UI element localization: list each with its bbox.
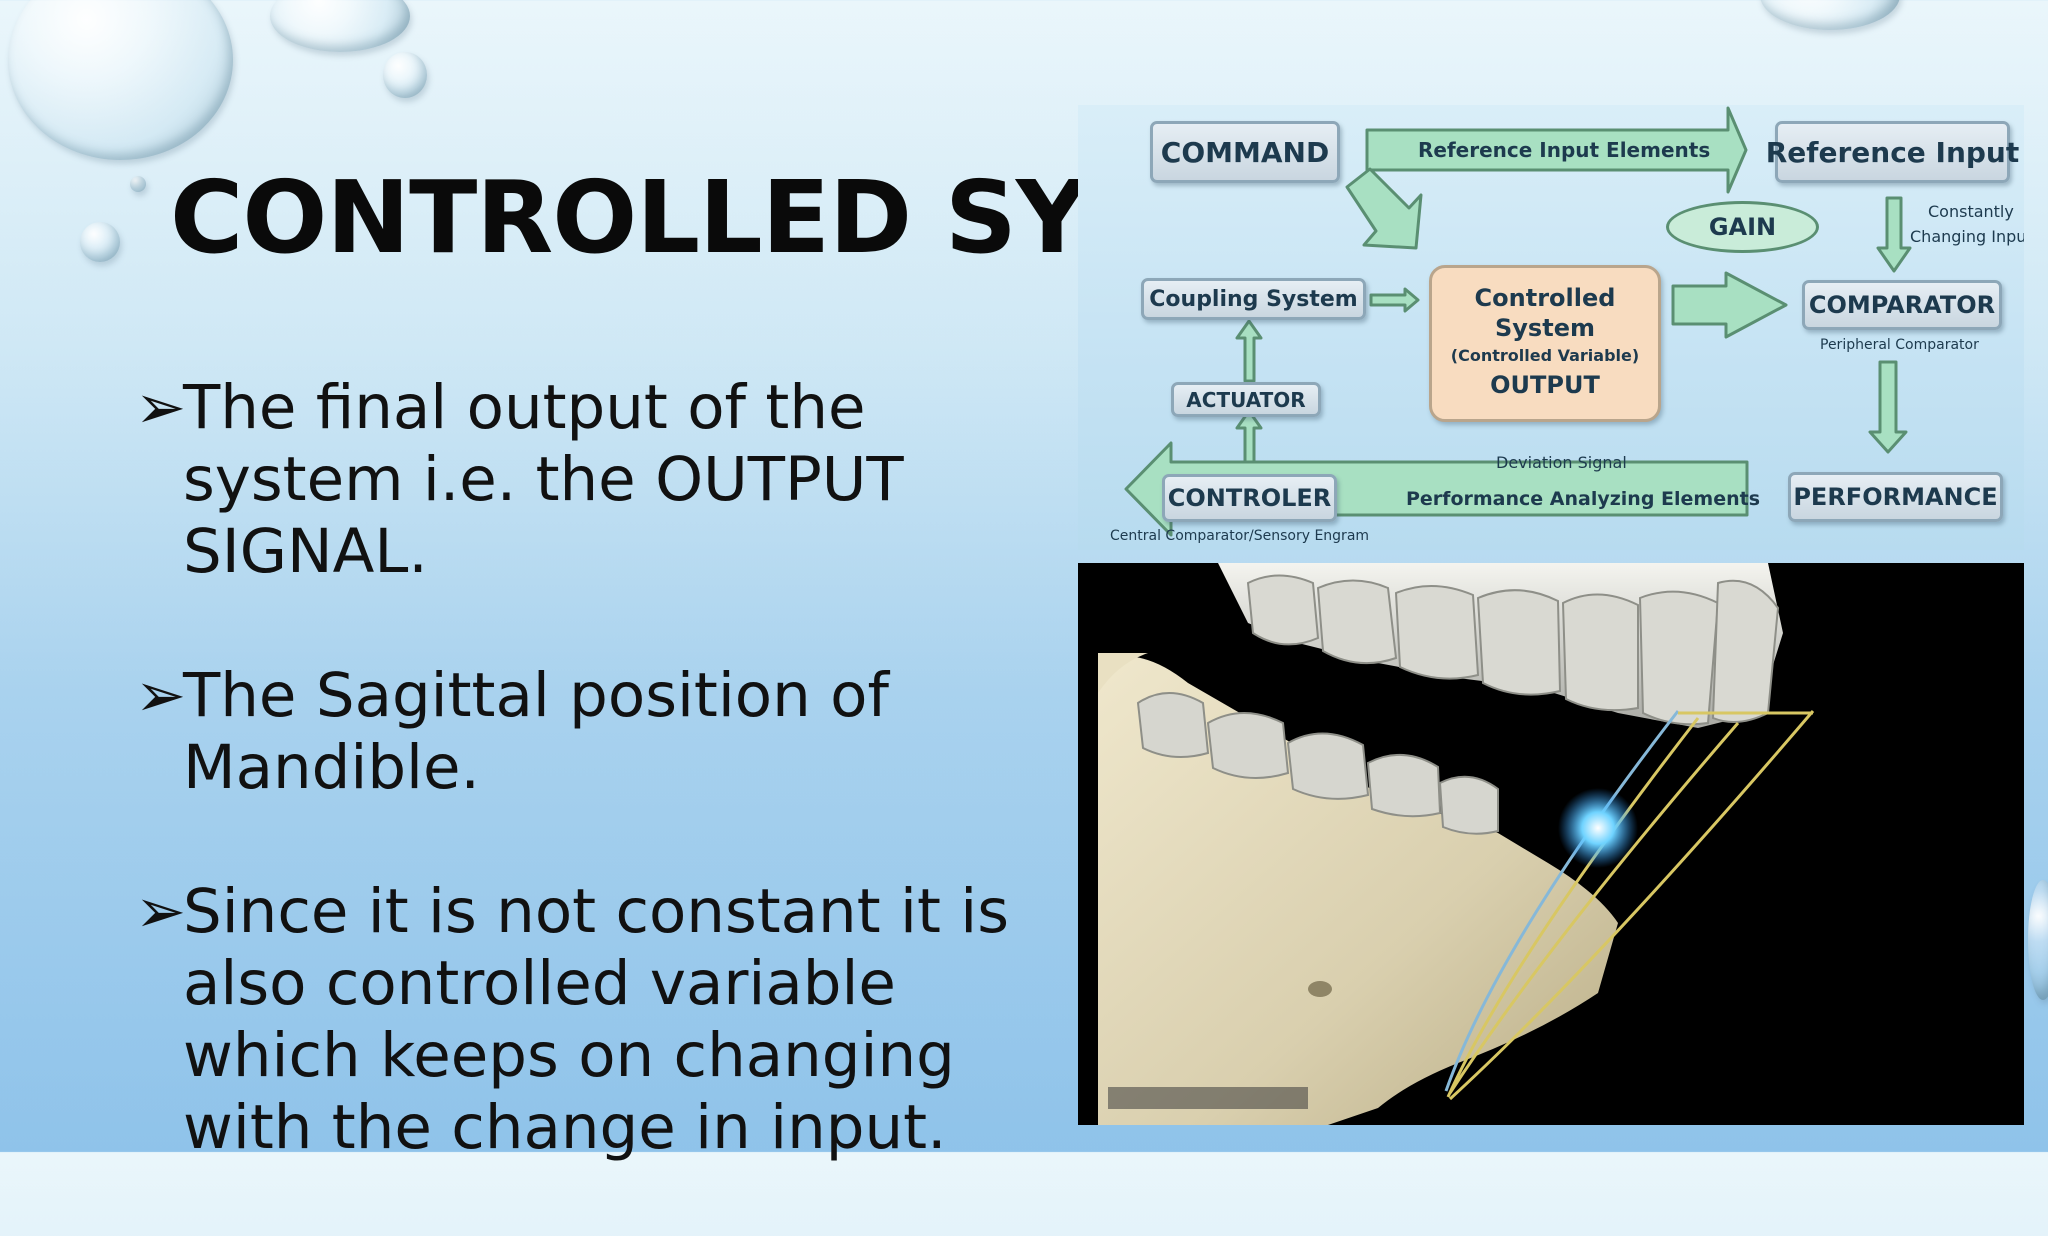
actuator-label: ACTUATOR <box>1186 387 1306 412</box>
performance-box: PERFORMANCE <box>1788 472 2003 522</box>
reference-input-elements-label: Reference Input Elements <box>1418 138 1711 162</box>
system-label: System <box>1495 314 1595 342</box>
video-caption-bar <box>1108 1087 1308 1109</box>
bullet-text: The Sagittal position of Mandible. <box>183 660 889 803</box>
glow-point <box>1558 788 1638 868</box>
actuator-box: ACTUATOR <box>1171 382 1321 417</box>
water-drop <box>80 222 120 262</box>
bullet-item: ➢ Since it is not constant it is also co… <box>135 876 1035 1164</box>
performance-label: PERFORMANCE <box>1793 483 1998 511</box>
small-right-arrow-icon <box>1369 287 1420 313</box>
command-box: COMMAND <box>1150 121 1340 183</box>
arrow-bullet-icon: ➢ <box>135 876 187 947</box>
water-drop <box>8 0 233 160</box>
mental-foramen <box>1308 981 1332 997</box>
arrow-bullet-icon: ➢ <box>135 372 187 443</box>
changing-input-label: Changing Inpu <box>1910 227 2024 246</box>
up-arrow-icon <box>1235 409 1263 469</box>
comparator-box: COMPARATOR <box>1802 280 2002 330</box>
water-drop <box>2028 880 2048 1000</box>
bullet-text: Since it is not constant it is also cont… <box>183 876 1010 1163</box>
gain-label: GAIN <box>1708 213 1777 241</box>
down-arrow-icon <box>1868 360 1908 454</box>
controler-box: CONTROLER <box>1162 474 1337 522</box>
arrow-right-icon <box>1671 271 1788 339</box>
bullet-item: ➢ The Sagittal position of Mandible. <box>135 660 1035 804</box>
up-arrow-icon <box>1235 319 1263 383</box>
video-player[interactable] <box>1078 563 2024 1125</box>
down-arrow-icon <box>1876 196 1912 273</box>
coupling-system-box: Coupling System <box>1141 278 1366 320</box>
central-comparator-label: Central Comparator/Sensory Engram <box>1110 528 1370 544</box>
output-label: OUTPUT <box>1490 371 1600 399</box>
constantly-label: Constantly <box>1928 202 2014 221</box>
reference-input-box: Reference Input <box>1766 121 2019 183</box>
arrow-bullet-icon: ➢ <box>135 660 187 731</box>
comparator-label: COMPARATOR <box>1808 291 1996 319</box>
gain-ellipse: GAIN <box>1666 201 1819 253</box>
reference-input-elements-arrow <box>1365 106 1748 194</box>
coupling-system-label: Coupling System <box>1149 286 1358 312</box>
bullet-list: ➢ The final output of the system i.e. th… <box>135 372 1035 1236</box>
bullet-item: ➢ The final output of the system i.e. th… <box>135 372 1035 588</box>
jaw-bone-illustration <box>1098 563 1815 1125</box>
water-drop <box>1760 0 1900 30</box>
controlled-variable-label: (Controlled Variable) <box>1450 346 1640 365</box>
bullet-text: The final output of the system i.e. the … <box>183 372 904 587</box>
control-system-diagram: COMMAND Reference Input Elements Referen… <box>1078 105 2024 550</box>
water-drop <box>383 52 427 98</box>
water-drop <box>270 0 410 52</box>
reference-input-label: Reference Input <box>1765 135 2020 169</box>
water-drop <box>130 176 146 192</box>
performance-analyzing-elements-label: Performance Analyzing Elements <box>1406 488 1761 510</box>
controlled-system-box: Controlled System (Controlled Variable) … <box>1429 265 1661 422</box>
controlled-label: Controlled <box>1474 284 1616 312</box>
command-label: COMMAND <box>1160 135 1330 169</box>
diagonal-arrow-icon <box>1345 167 1423 250</box>
peripheral-comparator-label: Peripheral Comparator <box>1820 337 1979 353</box>
deviation-signal-label: Deviation Signal <box>1496 453 1627 472</box>
controler-label: CONTROLER <box>1167 484 1332 512</box>
